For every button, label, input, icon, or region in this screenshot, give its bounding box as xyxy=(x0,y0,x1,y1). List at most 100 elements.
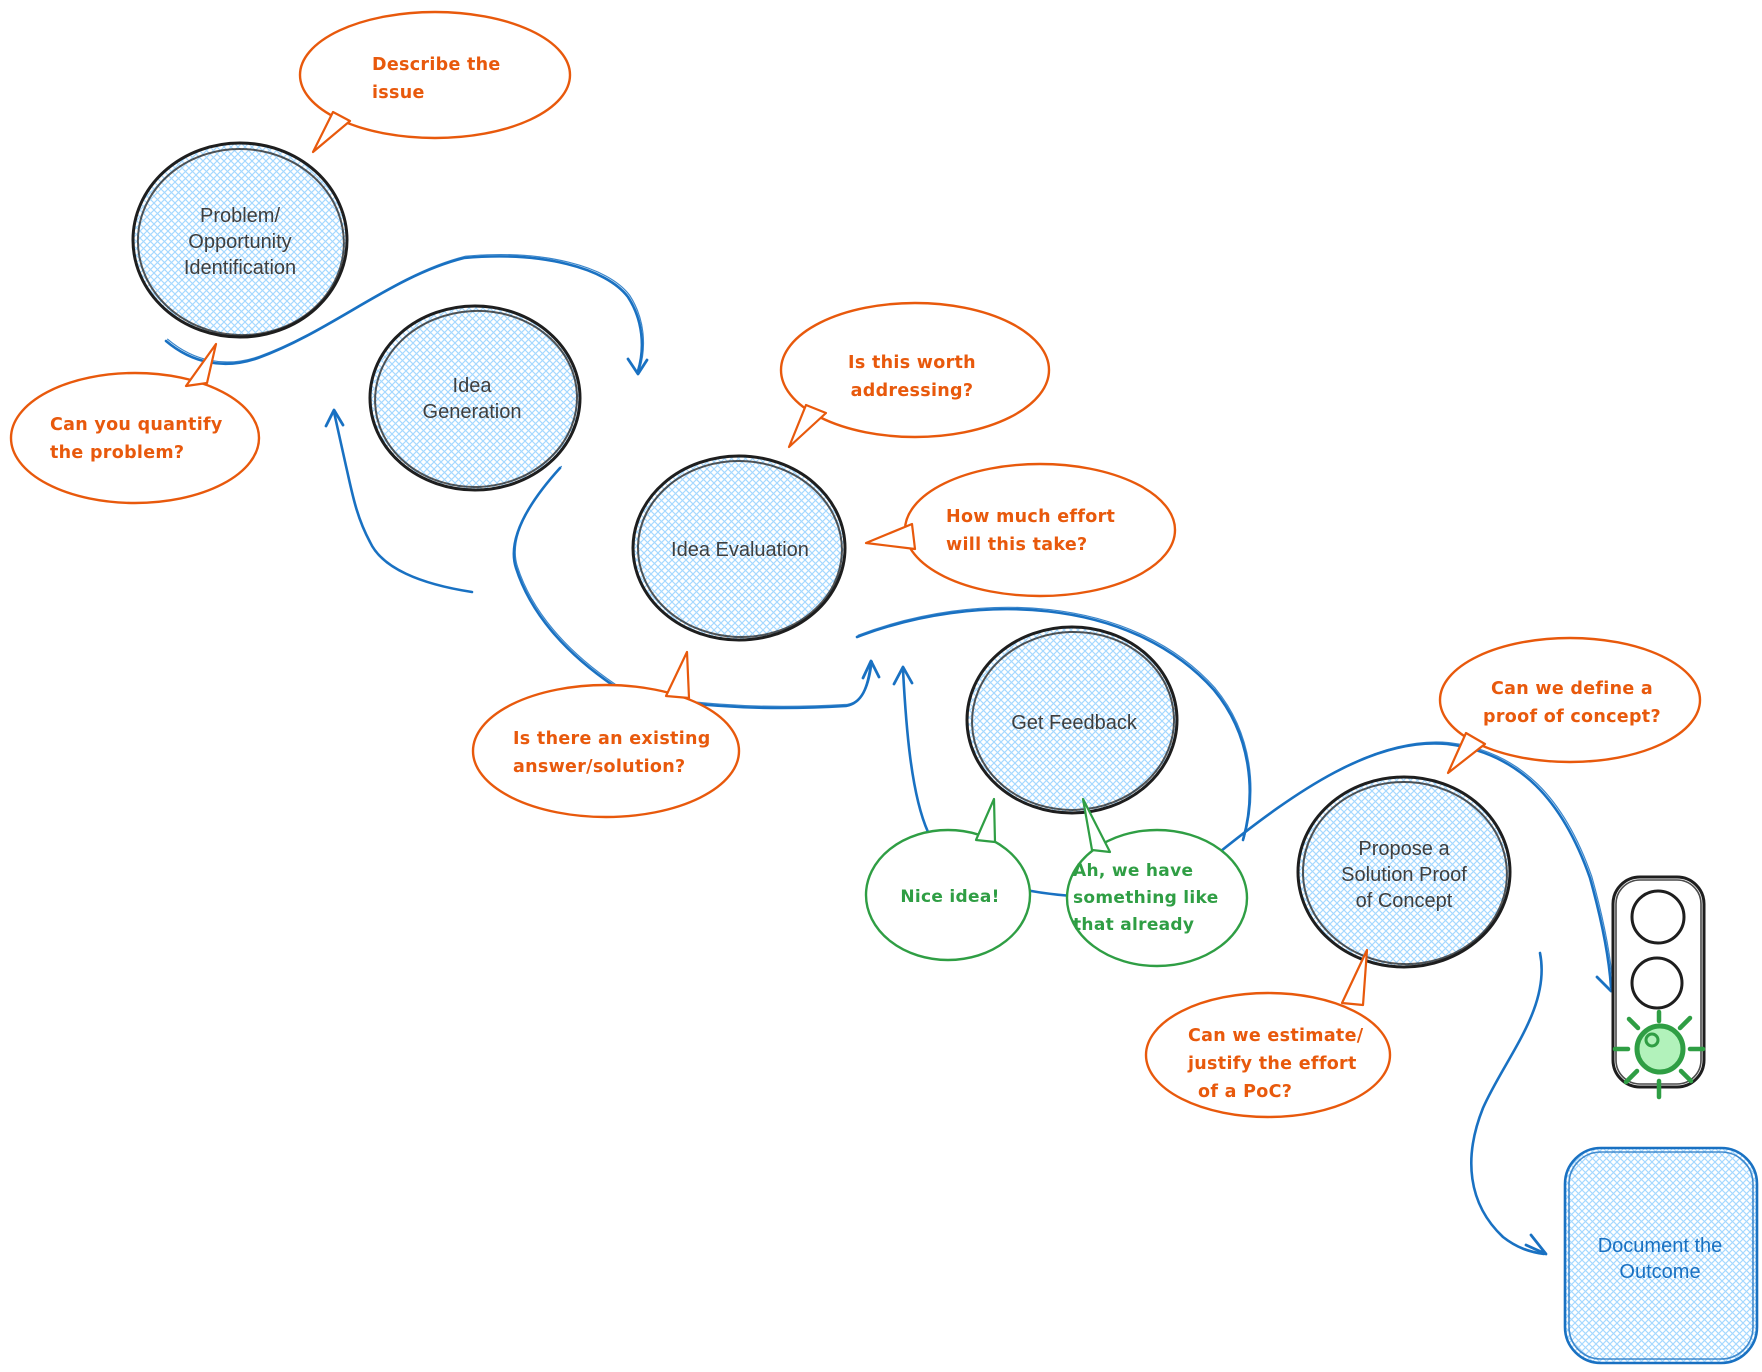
callout-define-poc-text2: proof of concept? xyxy=(1483,707,1661,727)
callout-define-poc-tail xyxy=(1446,731,1487,775)
callout-quantify-problem-text2: the problem? xyxy=(50,443,184,463)
arrowhead-up-icon xyxy=(892,665,914,686)
callout-worth-addressing-bubble[interactable] xyxy=(779,301,1051,439)
callout-existing-solution[interactable]: Is there an existing answer/solution? xyxy=(471,650,741,819)
callout-effort-take-tail xyxy=(864,522,917,551)
callout-worth-addressing-text1: Is this worth xyxy=(848,353,976,373)
node-propose-poc-label-line2: Solution Proof xyxy=(1341,864,1467,886)
arrow-problem-to-evaluation-line[interactable] xyxy=(164,255,644,373)
node-get-feedback-label: Get Feedback xyxy=(1011,712,1138,734)
callout-have-already-text3: that already xyxy=(1073,915,1194,935)
callout-existing-solution-text1: Is there an existing xyxy=(513,729,711,749)
callout-worth-addressing[interactable]: Is this worth addressing? xyxy=(779,301,1051,449)
arrow-to-document-outcome[interactable] xyxy=(1470,951,1548,1256)
callout-describe-issue[interactable]: Describe the issue xyxy=(298,10,572,154)
document-outcome-box[interactable] xyxy=(1563,1146,1759,1365)
callout-existing-solution-tail xyxy=(664,650,691,700)
callout-quantify-problem[interactable]: Can you quantify the problem? xyxy=(9,342,261,505)
node-problem-circle-sketch xyxy=(136,148,345,337)
node-propose-poc-label-line3: of Concept xyxy=(1356,890,1453,912)
callout-worth-addressing-text2: addressing? xyxy=(851,381,974,401)
callout-describe-issue-tail xyxy=(311,110,352,154)
callout-have-already-text2: something like xyxy=(1073,888,1219,908)
node-problem-label-line3: Identification xyxy=(184,257,296,279)
callout-estimate-poc-tail xyxy=(1340,948,1369,1007)
node-idea-evaluation[interactable]: Idea Evaluation xyxy=(631,454,847,642)
arrowhead-right-icon xyxy=(1524,1233,1548,1256)
callout-effort-take-text2: will this take? xyxy=(946,535,1087,555)
node-get-feedback[interactable]: Get Feedback xyxy=(965,625,1179,815)
callout-effort-take-bubble[interactable] xyxy=(903,462,1177,598)
arrow-problem-to-evaluation-twin xyxy=(167,254,645,370)
arrow-feedback-loop[interactable] xyxy=(855,606,1252,842)
node-idea-generation-label-line1: Idea xyxy=(453,375,493,397)
node-idea-generation-circle-sketch xyxy=(374,309,579,488)
callout-have-already-bubble[interactable] xyxy=(1065,828,1249,968)
node-idea-generation-label-line2: Generation xyxy=(423,401,522,423)
callout-have-already-tail xyxy=(1081,797,1112,854)
callout-quantify-problem-bubble[interactable] xyxy=(9,371,261,505)
document-outcome-label-line1: Document the xyxy=(1598,1235,1723,1257)
node-get-feedback-circle[interactable] xyxy=(965,625,1179,815)
callout-have-already[interactable]: Ah, we have something like that already xyxy=(1065,797,1249,968)
glow-ray xyxy=(1623,1068,1640,1085)
arrow-to-document-outcome-line[interactable] xyxy=(1470,951,1546,1256)
node-idea-generation-circle[interactable] xyxy=(368,304,582,492)
traffic-light[interactable] xyxy=(1611,875,1706,1100)
traffic-light-green-lamp-on xyxy=(1634,1023,1686,1075)
arrow-problem-to-evaluation[interactable] xyxy=(164,254,649,376)
arrowhead-up-icon xyxy=(861,659,881,680)
callout-estimate-poc[interactable]: Can we estimate/ justify the effort of a… xyxy=(1144,948,1392,1119)
callout-nice-idea-tail xyxy=(974,797,997,844)
node-problem-circle[interactable] xyxy=(131,141,349,339)
callout-nice-idea[interactable]: Nice idea! xyxy=(864,797,1032,962)
green-lamp-highlight-icon xyxy=(1644,1032,1660,1048)
arrow-feedback-loop-twin xyxy=(857,606,1252,839)
node-problem-label-line2: Opportunity xyxy=(188,231,291,253)
arrow-feedback-loop-line[interactable] xyxy=(855,607,1251,842)
callout-define-poc[interactable]: Can we define a proof of concept? xyxy=(1438,636,1702,775)
node-idea-evaluation-circle[interactable] xyxy=(631,454,847,642)
callout-estimate-poc-bubble[interactable] xyxy=(1144,991,1392,1119)
callout-describe-issue-bubble[interactable] xyxy=(298,10,572,140)
callout-effort-take[interactable]: How much effort will this take? xyxy=(864,462,1177,598)
traffic-light-middle-lamp xyxy=(1630,956,1684,1010)
node-problem-label-line1: Problem/ xyxy=(200,205,280,227)
callout-describe-issue-text2: issue xyxy=(372,83,425,103)
callout-effort-take-text1: How much effort xyxy=(946,507,1115,527)
node-propose-poc-circle[interactable] xyxy=(1296,775,1512,969)
arrow-back-to-idea-generation[interactable] xyxy=(324,408,474,594)
callout-describe-issue-text1: Describe the xyxy=(372,55,501,75)
callout-quantify-problem-tail xyxy=(184,342,218,388)
glow-ray xyxy=(1678,1068,1694,1084)
document-outcome-box-sketch xyxy=(1568,1151,1754,1360)
process-nodes: Problem/ Opportunity Identification Idea… xyxy=(131,141,1512,969)
callout-existing-solution-bubble[interactable] xyxy=(471,683,741,819)
node-get-feedback-circle-sketch xyxy=(971,630,1176,811)
glow-ray xyxy=(1677,1015,1693,1031)
arrowhead-up-icon xyxy=(324,408,345,428)
node-document-outcome[interactable]: Document the Outcome xyxy=(1563,1146,1759,1365)
callout-worth-addressing-tail xyxy=(787,403,828,449)
green-light-glow-icon xyxy=(1612,1009,1706,1100)
node-problem-opportunity-identification[interactable]: Problem/ Opportunity Identification xyxy=(131,141,349,340)
green-callouts: Nice idea! Ah, we have something like th… xyxy=(864,797,1249,968)
arrow-back-to-idea-generation-line[interactable] xyxy=(332,410,474,594)
traffic-light-top-lamp xyxy=(1630,889,1686,945)
node-idea-generation[interactable]: Idea Generation xyxy=(368,304,582,492)
node-propose-solution-poc[interactable]: Propose a Solution Proof of Concept xyxy=(1296,775,1512,969)
callout-nice-idea-text: Nice idea! xyxy=(900,887,999,907)
node-propose-poc-circle-sketch xyxy=(1301,781,1508,966)
callout-quantify-problem-text1: Can you quantify xyxy=(50,415,223,435)
callout-nice-idea-bubble[interactable] xyxy=(864,828,1032,962)
callout-estimate-poc-text2: justify the effort xyxy=(1187,1054,1357,1074)
arrowhead-down-icon xyxy=(626,357,649,376)
node-propose-poc-label-line1: Propose a xyxy=(1358,838,1450,860)
orange-callouts: Describe the issue Can you quantify the … xyxy=(9,10,1702,1119)
callout-define-poc-bubble[interactable] xyxy=(1438,636,1702,764)
callout-define-poc-text1: Can we define a xyxy=(1491,679,1653,699)
callout-existing-solution-text2: answer/solution? xyxy=(513,757,685,777)
document-outcome-label-line2: Outcome xyxy=(1619,1261,1700,1283)
